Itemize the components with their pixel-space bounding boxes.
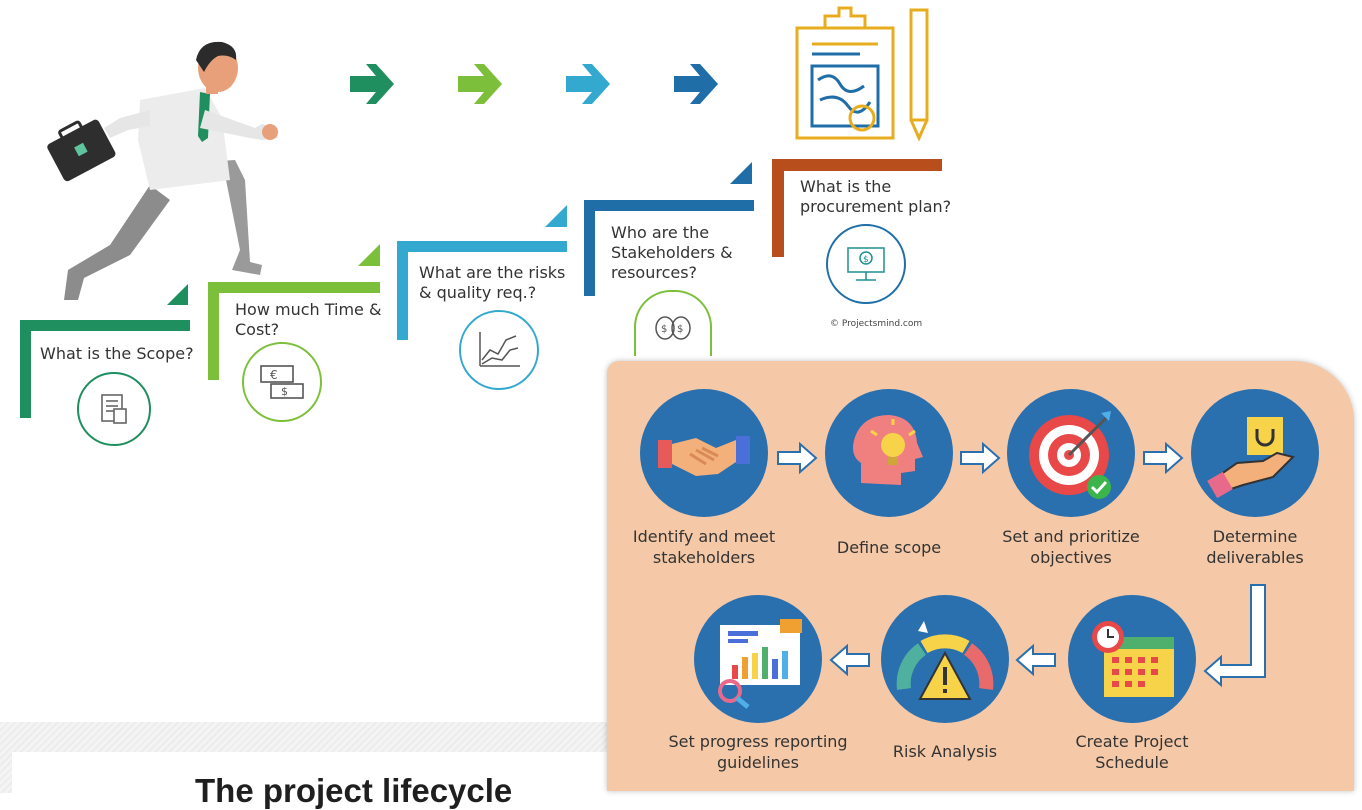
step-label-schedule: Create Project Schedule — [1075, 732, 1189, 772]
step-label-scope: Define scope — [836, 538, 942, 557]
risk-gauge-icon — [896, 621, 994, 700]
flow-arrows — [777, 441, 1266, 688]
stair-stakeholders — [584, 162, 754, 296]
stair-label-scope: What is the Scope? — [40, 344, 194, 363]
step-risk-circle — [881, 595, 1009, 723]
target-icon — [1029, 411, 1111, 499]
step-label-risk: Risk Analysis — [892, 742, 998, 761]
step-objectives-circle — [1007, 389, 1135, 517]
svg-text:$: $ — [661, 324, 667, 335]
step-deliverables-circle — [1191, 389, 1319, 517]
step-label-stakeholders: Identify and meet stakeholders — [632, 527, 776, 567]
report-chart-icon — [718, 619, 802, 709]
stair-risks — [397, 205, 567, 340]
svg-text:$: $ — [677, 324, 683, 335]
stair-label-time-cost: How much Time & Cost? — [235, 300, 382, 339]
money-bags-icon: $$ — [634, 290, 712, 356]
stair-label-risks: What are the risks & quality req.? — [419, 263, 566, 302]
step-stakeholders-circle — [640, 389, 768, 517]
document-icon — [77, 372, 151, 446]
credit-text: © Projectsmind.com — [830, 319, 923, 329]
stair-label-stakeholders: Who are the Stakeholders & resources? — [611, 223, 733, 282]
title-card — [12, 752, 607, 793]
svg-text:€: € — [270, 368, 278, 382]
svg-text:$: $ — [281, 385, 288, 398]
line-chart-icon — [459, 310, 539, 390]
stair-scope — [20, 284, 190, 418]
monitor-dollar-icon: $ — [826, 224, 906, 304]
businessman-illustration — [47, 41, 278, 300]
hand-bag-icon — [1207, 417, 1295, 499]
staircase-graphic — [20, 6, 942, 418]
money-icon: €$ — [242, 342, 322, 422]
step-reporting-circle — [694, 595, 822, 723]
step-schedule-circle — [1068, 595, 1196, 723]
stair-procurement — [772, 159, 942, 257]
step-label-objectives: Set and prioritize objectives — [1002, 527, 1140, 567]
page-title: The project lifecycle — [195, 772, 513, 809]
clipboard-pencil-icon — [795, 6, 929, 142]
calendar-clock-icon — [1092, 621, 1174, 697]
process-panel: Identify and meet stakeholders Define sc… — [607, 361, 1354, 791]
head-lightbulb-icon — [853, 415, 923, 485]
step-label-deliverables: Determine deliverables — [1206, 527, 1304, 567]
step-label-reporting: Set progress reporting guidelines — [668, 732, 848, 772]
stair-time-cost — [208, 244, 380, 380]
handshake-icon — [658, 436, 750, 476]
svg-text:$: $ — [863, 255, 869, 265]
progress-arrows — [350, 64, 718, 104]
step-scope-circle — [825, 389, 953, 517]
stair-label-procurement: What is the procurement plan? — [800, 177, 952, 216]
